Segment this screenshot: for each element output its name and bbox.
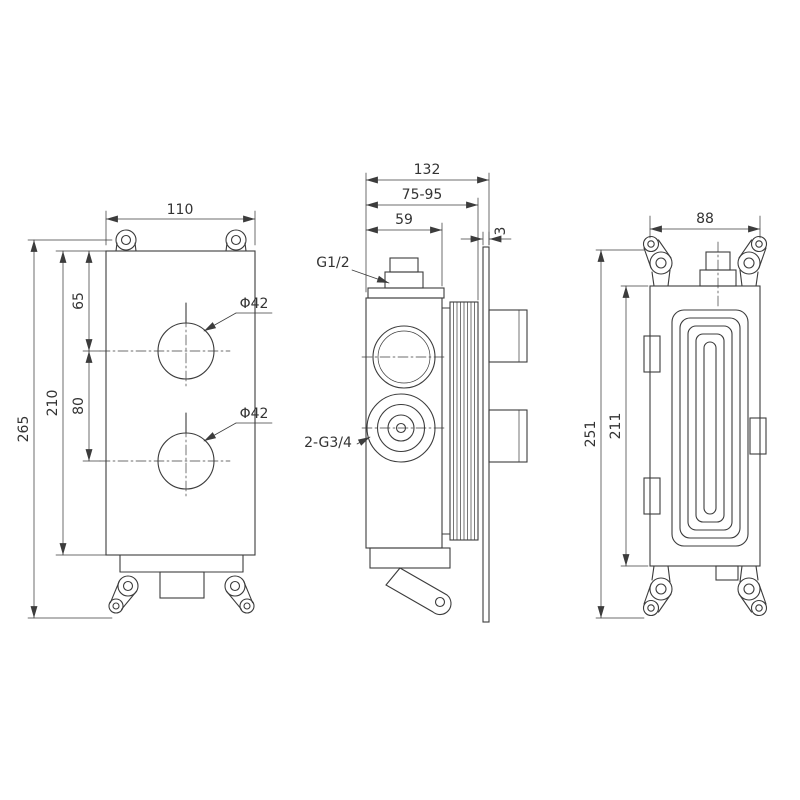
front-dim-knob-diameter-lower: Φ42 [240,406,269,422]
front-knob-lower [99,412,231,500]
front-dimension-lines [27,210,273,619]
front-view [27,210,273,619]
side-view [351,172,528,623]
back-dim-width: 88 [696,211,714,227]
front-top-lug-left [115,229,137,252]
back-top-port [699,241,737,307]
side-centerlines [361,356,447,429]
front-body-outline [105,250,256,556]
back-body-outline [649,285,761,567]
back-view [595,215,768,619]
side-dim-overall-depth: 132 [414,162,441,178]
back-bottom-lug-right [737,565,768,617]
side-label-inlet-thread: G1/2 [316,255,349,271]
side-body-outline [365,297,443,549]
front-dim-knob-top-offset: 65 [71,292,87,310]
side-dim-plate-thickness: 3 [493,227,509,236]
side-rear-port-lower [488,409,528,463]
side-dim-body-depth: 59 [395,212,413,228]
side-label-outlet-thread: 2-G3/4 [304,435,352,451]
front-knob-upper [99,302,231,390]
side-rear-port-upper [488,309,528,363]
side-dimension-lines [351,172,512,446]
front-dim-knob-spacing: 80 [71,397,87,415]
back-bottom-lug-left [642,565,673,617]
back-serpentine-pattern [671,309,749,547]
knob-lower-centerlines [99,426,231,500]
front-foot-left [108,575,139,614]
back-dim-body-height: 211 [608,413,624,440]
side-dim-rough-in-range: 75-95 [402,187,443,203]
front-dim-width: 110 [167,202,194,218]
back-dim-overall-height: 251 [583,421,599,448]
back-top-lug-left [642,235,673,287]
back-side-clips [643,335,767,581]
front-dim-body-height: 210 [45,390,61,417]
back-top-lug-right [737,235,768,287]
side-wall-plate [482,246,490,623]
front-bottom-bracket [119,554,244,599]
knob-upper-centerlines [99,316,231,390]
front-dim-overall-height: 265 [16,416,32,443]
front-foot-right [224,575,255,614]
back-dimension-lines [595,215,761,619]
front-top-lug-right [225,229,247,252]
dimension-labels: 110 265 210 65 80 Φ42 Φ42 132 75-95 59 3… [16,162,714,451]
front-dim-knob-diameter-upper: Φ42 [240,296,269,312]
side-ribbed-section [441,301,479,541]
side-bottom-bracket [369,547,452,616]
side-inlet-port [367,257,445,299]
